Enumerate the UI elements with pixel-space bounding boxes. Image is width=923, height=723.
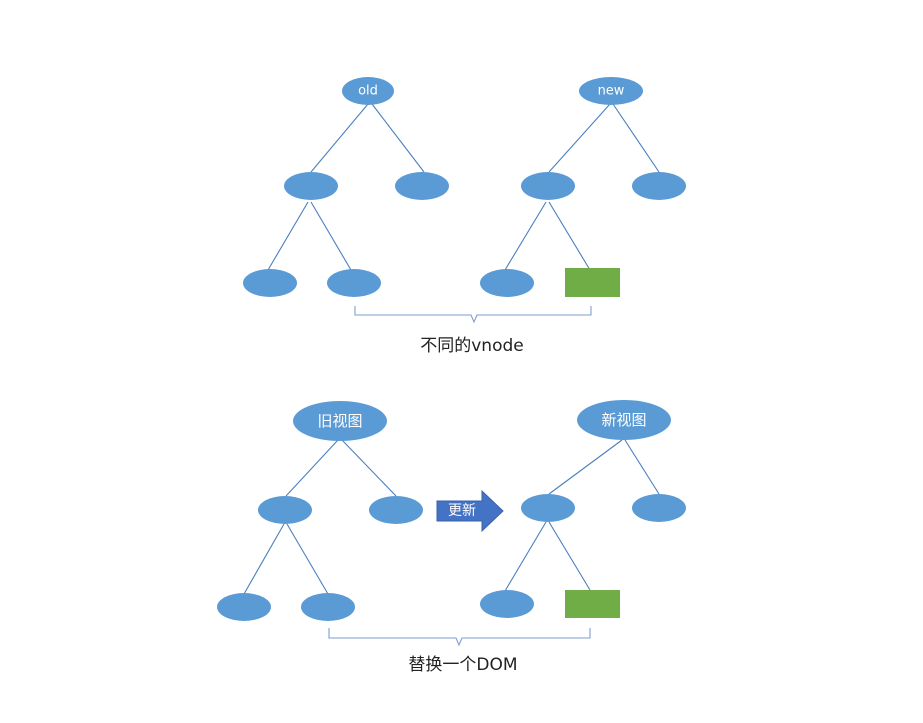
new-root-label: new (598, 84, 625, 99)
tree-node (301, 593, 355, 621)
tree-node (258, 496, 312, 524)
edge (285, 439, 339, 497)
old-view-tree: 旧视图 (217, 401, 423, 621)
old-root-node: old (342, 77, 394, 105)
brace (328, 628, 591, 647)
edge (310, 201, 352, 271)
bottom-section: 旧视图 更新 新视图 替换一个DOM (217, 400, 686, 675)
old-tree: old (243, 77, 449, 297)
edge (243, 523, 285, 595)
tree-node (632, 172, 686, 200)
edge (548, 439, 623, 495)
edge (371, 103, 425, 173)
edge (548, 201, 591, 271)
new-view-root-node: 新视图 (577, 400, 671, 440)
update-arrow: 更新 (436, 489, 504, 533)
edge (310, 103, 369, 173)
old-view-root-label: 旧视图 (317, 412, 362, 430)
tree-node (369, 496, 423, 524)
caption-top: 不同的vnode (420, 336, 524, 356)
caption-bottom: 替换一个DOM (408, 655, 517, 675)
tree-node (480, 590, 534, 618)
replaced-dom-node (565, 590, 620, 618)
tree-node (521, 494, 575, 522)
tree-node (521, 172, 575, 200)
edge (624, 439, 660, 495)
tree-node (327, 269, 381, 297)
old-view-edges (243, 439, 397, 595)
edge (286, 523, 329, 595)
old-root-label: old (358, 84, 378, 99)
update-arrow-label: 更新 (448, 503, 476, 519)
edge (612, 103, 660, 173)
new-tree-edges (504, 103, 660, 271)
new-view-root-label: 新视图 (601, 411, 646, 429)
new-root-node: new (579, 77, 643, 105)
edge (548, 103, 611, 173)
top-section: old new 不同的vnode (243, 77, 686, 356)
old-view-root-node: 旧视图 (293, 401, 387, 441)
tree-node (243, 269, 297, 297)
edge (504, 201, 547, 271)
tree-node (632, 494, 686, 522)
new-view-tree: 新视图 (480, 400, 686, 618)
old-tree-edges (267, 103, 425, 271)
changed-node (565, 268, 620, 297)
tree-node (217, 593, 271, 621)
new-tree: new (480, 77, 686, 297)
new-view-edges (504, 439, 660, 592)
edge (267, 201, 309, 271)
tree-node (284, 172, 338, 200)
edge (341, 439, 397, 497)
edge (548, 521, 591, 591)
tree-node (480, 269, 534, 297)
edge (504, 521, 547, 592)
tree-node (395, 172, 449, 200)
brace (354, 306, 592, 324)
